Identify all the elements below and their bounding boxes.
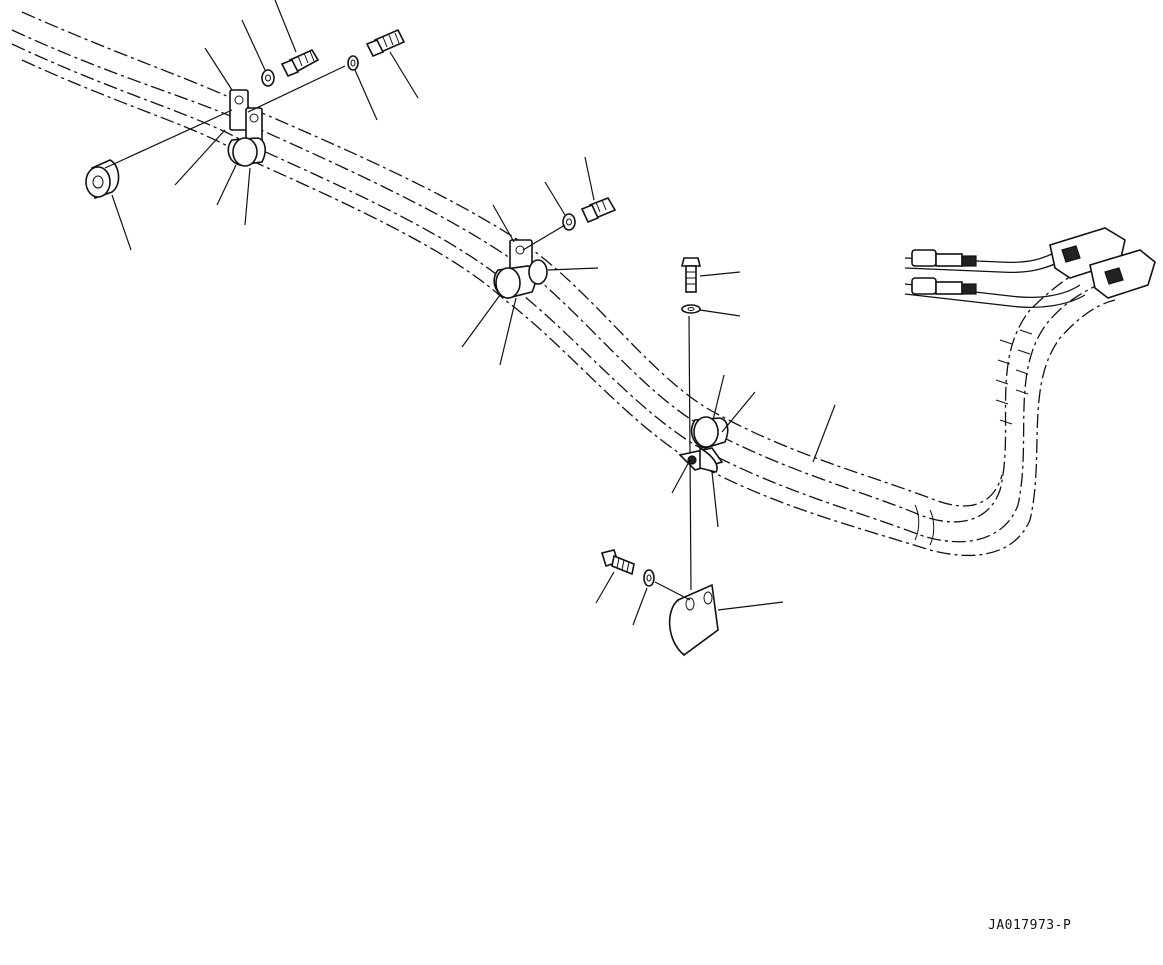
bolt — [580, 197, 617, 224]
bolt — [680, 257, 702, 293]
spacer — [85, 159, 120, 200]
washer — [562, 213, 576, 231]
bolt — [600, 549, 635, 576]
clamp-3 — [678, 416, 729, 473]
bolt — [280, 28, 406, 78]
connector — [904, 227, 1156, 309]
drawing-code: JA017973-P — [988, 918, 1072, 933]
leader-lines — [104, 0, 836, 626]
washer — [643, 569, 655, 587]
bracket — [668, 583, 719, 657]
clamp-1 — [227, 89, 267, 167]
washer — [261, 55, 359, 87]
washer — [681, 304, 701, 314]
clamp-2 — [493, 239, 548, 299]
